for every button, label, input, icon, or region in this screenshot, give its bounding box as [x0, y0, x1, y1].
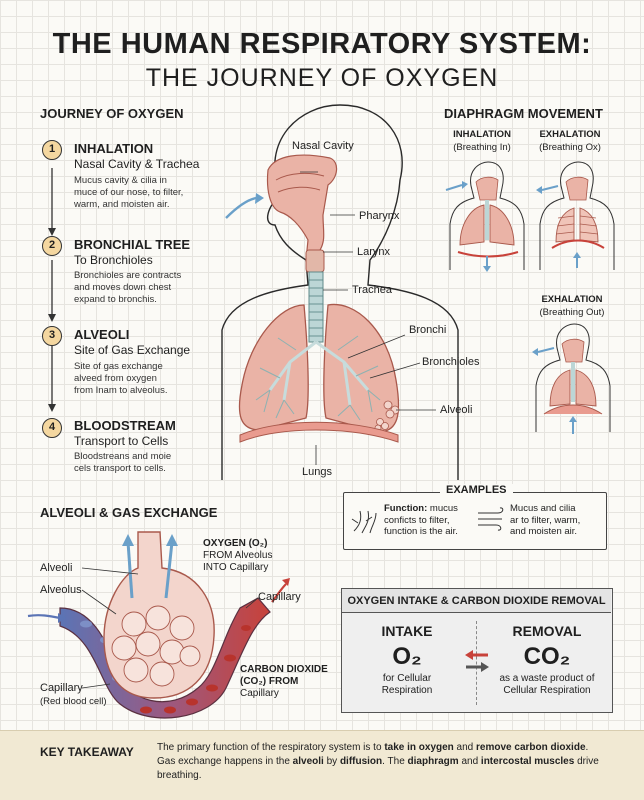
label-larynx: Larynx	[357, 246, 391, 258]
step-number-2: 2	[42, 236, 62, 256]
larynx-shape	[305, 249, 325, 273]
diaphragm-inhalation-title: INHALATION	[453, 129, 511, 140]
cilia-icon	[351, 510, 377, 534]
o2-arrowhead-2	[166, 534, 178, 546]
nasal-cavity-shape	[266, 154, 338, 261]
nasal-turbinates	[275, 172, 325, 193]
page-subtitle: THE JOURNEY OF OXYGEN	[145, 64, 499, 92]
inhale-arrow	[225, 196, 257, 219]
intake-removal-box: OXYGEN INTAKE & CARBON DIOXIDE REMOVAL I…	[341, 588, 613, 713]
alveoli-clusters	[374, 400, 400, 432]
diaphragm-exhalation-sub: (Breathing Ox)	[539, 142, 601, 153]
intake-label: INTAKE	[381, 623, 433, 639]
diaphragm-shape	[239, 421, 399, 443]
removal-formula: CO₂	[523, 643, 571, 670]
oxygen-callout: OXYGEN (O₂) FROM Alveolus INTO Capillary	[203, 538, 273, 573]
red-blood-cells	[140, 625, 251, 714]
bronchial-tree	[268, 340, 370, 406]
gas-exchange-heading: ALVEOLI & GAS EXCHANGE	[40, 505, 218, 520]
diaphragm-exhalation-title: EXHALATION	[539, 129, 601, 140]
label-lungs: Lungs	[302, 466, 332, 478]
label-nasal-cavity: Nasal Cavity	[292, 140, 354, 152]
body-outline	[221, 104, 459, 480]
diaphragm-heading: DIAPHRAGM MOVEMENT	[444, 106, 603, 121]
exchange-arrows-icon	[465, 650, 489, 672]
journey-arrows	[48, 168, 56, 412]
diaphragm-exhalation2-sub: (Breathing Out)	[539, 307, 605, 318]
step-title-2: BRONCHIAL TREE	[74, 237, 191, 252]
diaphragm-mini-figures	[445, 161, 615, 272]
step-subtitle-2: To Bronchioles	[74, 253, 153, 267]
o2-arrowhead-1	[122, 534, 134, 546]
examples-item-2: Mucus and cilia ar to filter, warm, and …	[510, 503, 581, 537]
bronchioles-branches	[255, 335, 381, 421]
step-number-1: 1	[42, 140, 62, 160]
label-gas-alveoli: Alveoli	[40, 562, 73, 574]
removal-label: REMOVAL	[512, 623, 582, 639]
journey-arrowhead-2	[48, 314, 56, 322]
step-subtitle-4: Transport to Cells	[74, 434, 169, 448]
key-takeaway-heading: KEY TAKEAWAY	[40, 745, 134, 759]
examples-item-1: Function: mucus conficts to filter, func…	[384, 503, 458, 537]
step-title-1: INHALATION	[74, 141, 154, 156]
trachea-rings	[309, 279, 323, 337]
label-bronchi: Bronchi	[409, 324, 447, 336]
exhalation-figure	[536, 161, 615, 270]
exhalation-figure-2	[532, 323, 611, 434]
label-alveoli: Alveoli	[440, 404, 473, 416]
diaphragm-exhalation2-title: EXHALATION	[541, 294, 603, 305]
label-bronchioles: Bronchioles	[422, 356, 480, 368]
label-trachea: Trachea	[352, 284, 392, 296]
blood-out-arrowhead	[282, 578, 290, 586]
page-title: THE HUMAN RESPIRATORY SYSTEM:	[52, 28, 592, 60]
intake-formula: O₂	[392, 643, 422, 670]
alveolus-cells	[111, 605, 201, 687]
airflow-icon	[478, 507, 504, 531]
blood-out-arrow	[271, 583, 287, 603]
label-gas-alveolus: Alveolus	[40, 584, 82, 596]
step-title-4: BLOODSTREAM	[74, 418, 176, 433]
intake-removal-divider	[476, 621, 477, 705]
step-number-3: 3	[42, 326, 62, 346]
journey-heading: JOURNEY OF OXYGEN	[40, 106, 184, 121]
gas-exchange-leaders	[81, 567, 259, 689]
step-subtitle-1: Nasal Cavity & Trachea	[74, 157, 200, 171]
label-capillary-right: Capillary	[258, 591, 301, 603]
journey-arrowhead-3	[48, 404, 56, 412]
label-capillary-left: Capillary	[40, 682, 83, 694]
diaphragm-inhalation-sub: (Breathing In)	[453, 142, 511, 153]
respiratory-anatomy-figure	[221, 104, 459, 480]
inhale-arrowhead	[255, 193, 264, 204]
inhalation-figure	[445, 161, 525, 272]
intake-removal-heading: OXYGEN INTAKE & CARBON DIOXIDE REMOVAL	[342, 589, 611, 613]
trachea-shape	[308, 271, 324, 343]
step-subtitle-3: Site of Gas Exchange	[74, 343, 191, 357]
o2-arrow-2	[164, 541, 174, 599]
label-capillary-left-sub: (Red blood cell)	[40, 696, 107, 707]
blood-in-arrowhead	[58, 613, 66, 623]
label-pharynx: Pharynx	[359, 210, 400, 222]
key-takeaway-strip: KEY TAKEAWAY The primary function of the…	[0, 730, 644, 800]
step-number-4: 4	[42, 418, 62, 438]
co2-callout: CARBON DIOXIDE (CO₂) FROM Capillary	[240, 664, 328, 699]
label-leaders	[300, 171, 436, 465]
journey-arrowhead-1	[48, 228, 56, 236]
gas-exchange-figure	[27, 531, 290, 719]
o2-arrow-1	[126, 541, 134, 599]
key-takeaway-text: The primary function of the respiratory …	[157, 742, 599, 781]
blood-in-arrow	[27, 614, 61, 620]
examples-box: EXAMPLES Function: mucus conficts to fil…	[343, 484, 607, 550]
step-title-3: ALVEOLI	[74, 327, 130, 342]
left-lung-shape	[238, 304, 309, 431]
examples-heading: EXAMPLES	[440, 484, 513, 496]
